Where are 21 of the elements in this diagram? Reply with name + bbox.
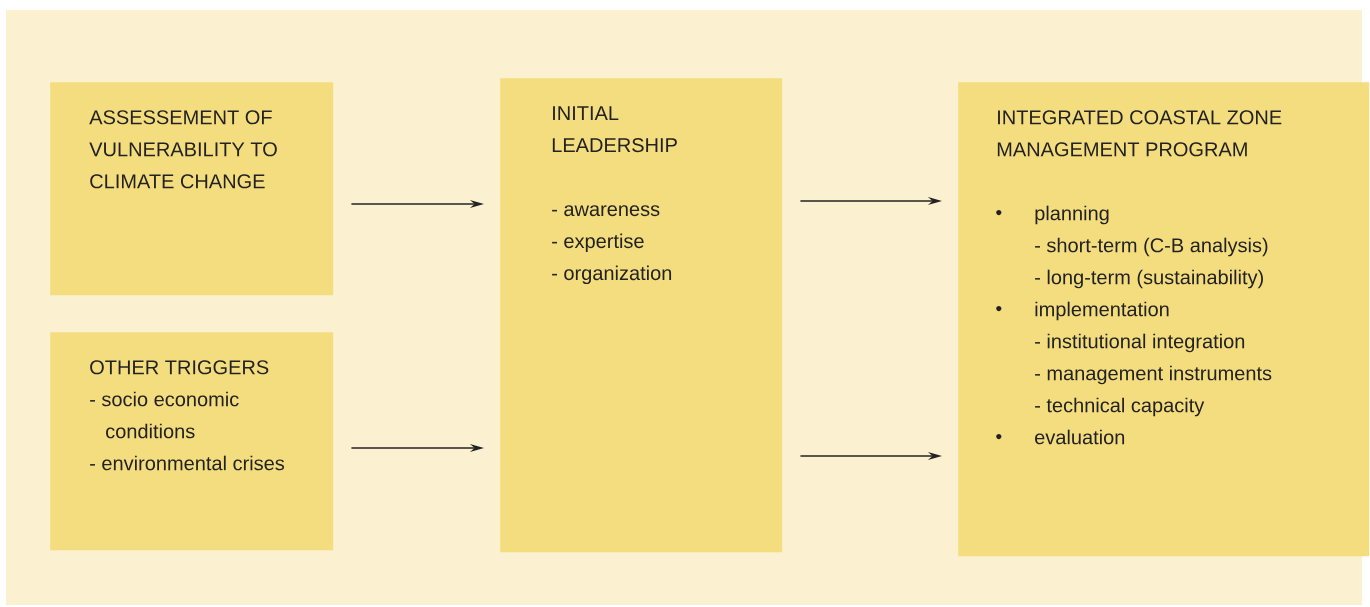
process-box: [958, 82, 1370, 557]
box-heading: INITIAL LEADERSHIP: [552, 106, 677, 153]
list-item: implementation: [1035, 301, 1169, 321]
list-item: - expertise: [552, 233, 644, 253]
list-item: - socio economic conditions: [90, 391, 239, 439]
list-item: - awareness: [552, 205, 660, 217]
process-box: [50, 82, 334, 296]
list-item: evaluation: [1035, 429, 1125, 445]
list-item: - short-term (C-B analysis): [1035, 237, 1268, 257]
list-item: - environmental crises: [90, 455, 285, 471]
list-item: - technical capacity: [1035, 397, 1205, 417]
box-heading: ASSESSEMENT OF VULNERABILITY TO CLIMATE CHANGE: [89, 110, 277, 189]
box-heading: OTHER TRIGGERS: [90, 360, 269, 375]
process-box: [50, 332, 334, 551]
box-heading: INTEGRATED COASTAL ZONE MANAGEMENT PROGRAM: [997, 110, 1282, 157]
process-box: [500, 78, 783, 553]
list-item: - organization: [552, 265, 672, 285]
list-item: - management instruments: [1035, 365, 1272, 385]
list-item: - institutional integration: [1035, 333, 1245, 353]
list-item: - long-term (sustainability): [1035, 269, 1263, 289]
list-item: planning: [1035, 205, 1109, 225]
